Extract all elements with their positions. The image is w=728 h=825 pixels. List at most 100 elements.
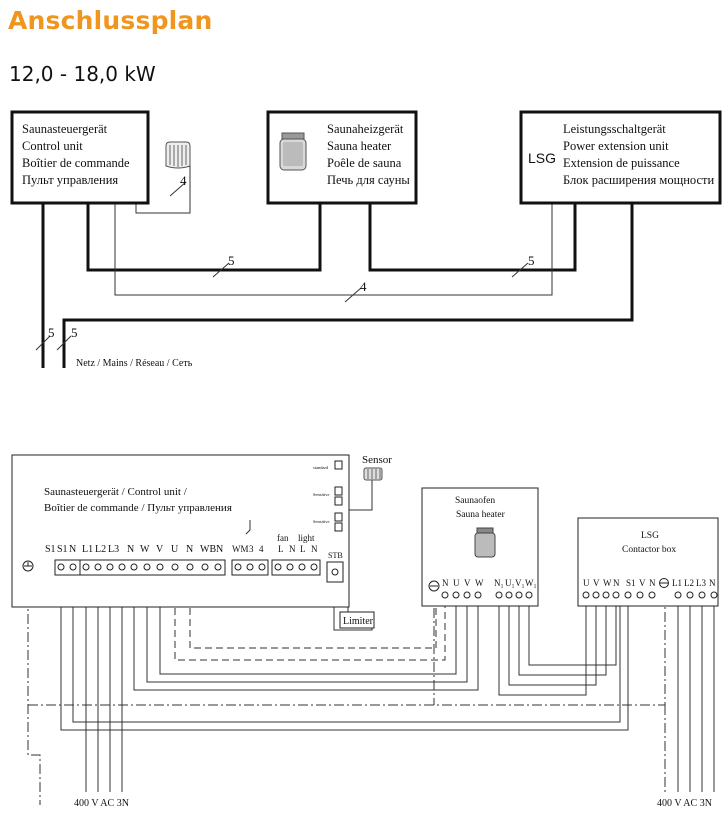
heater-label-ru: Печь для сауны [327, 173, 410, 187]
stb-label: STB [328, 551, 343, 560]
heater-label-en: Sauna heater [327, 139, 392, 153]
top-wires [35, 175, 634, 368]
heater-term-label: W [475, 578, 484, 588]
term-label: V [156, 544, 164, 555]
fan-label: fan [277, 533, 289, 543]
cable-sensor [135, 175, 191, 214]
term-label: N [127, 544, 134, 555]
heater-icon [279, 132, 307, 171]
earth-wire-supply [27, 578, 41, 805]
sensor-device-icon [363, 467, 383, 481]
heater-term-label: W₁ [525, 578, 537, 588]
lsg-term-label: S1 [626, 578, 636, 588]
control-panel-title-1: Saunasteuergerät / Control unit / [44, 486, 188, 498]
fan-light-term: L [278, 544, 284, 554]
cable-control-lsg [114, 203, 553, 296]
term-label: L1 [82, 544, 93, 555]
power-unit-label-fr: Extension de puissance [563, 156, 680, 170]
heater-term-label: U₁ [505, 578, 515, 588]
term-label: S1 [45, 544, 56, 555]
heater-label-de: Saunaheizgerät [327, 122, 404, 136]
fan-light-term: N [311, 544, 318, 554]
control-unit-box [10, 110, 150, 205]
sensor-terminal-label-3: Sensitive [313, 519, 330, 524]
term-label: W [140, 544, 150, 555]
cable-count-signal: 4 [360, 279, 367, 294]
bottom-wiring-diagram: Saunasteuergerät / Control unit / Boîtie… [11, 454, 719, 809]
wm-label: 4 [259, 544, 264, 554]
lsg-term-label: W [603, 578, 612, 588]
wire-wb [189, 575, 437, 649]
wm-label: 3 [249, 544, 254, 554]
fan-light-term: N [289, 544, 296, 554]
term-label: U [171, 544, 179, 555]
heater-icon [474, 527, 496, 558]
sensor-wire [345, 480, 373, 511]
term-label: N [69, 544, 76, 555]
lsg-panel-title-2: Contactor box [622, 545, 676, 555]
heater-term-label: V [464, 578, 471, 588]
sensor-icon [165, 141, 191, 175]
power-unit-abbr: LSG [528, 150, 556, 166]
heater-panel-title-1: Saunaofen [455, 495, 495, 506]
top-overview-diagram: Saunasteuergerät Control unit Boîtier de… [10, 110, 722, 369]
heater-label-fr: Poêle de sauna [327, 156, 402, 170]
lsg-term-label: N [649, 578, 656, 588]
light-label: light [298, 533, 315, 543]
wire-v [146, 575, 468, 683]
limiter-label: Limiter [343, 616, 374, 627]
heater-term-label: V₁ [515, 578, 525, 588]
lsg-term-label: L1 [672, 578, 682, 588]
control-unit-label-de: Saunasteuergerät [22, 122, 108, 136]
heater-term-label: N₁ [494, 578, 504, 588]
heater-term-label: U [453, 578, 460, 588]
lsg-term-label: L2 [684, 578, 694, 588]
terminal-label-row: S1 S1 N L1 L2 L3 N W V U N WB N WM 3 4 f… [45, 520, 343, 560]
power-unit-label-en: Power extension unit [563, 139, 669, 153]
cable-count-lsg: 5 [528, 253, 535, 268]
heater-terminals: N U V W N₁ U₁ V₁ W₁ [428, 578, 537, 599]
contactor-box-panel [577, 517, 719, 607]
limiter-box [339, 611, 375, 629]
power-range: 12,0 - 18,0 kW [9, 62, 156, 86]
lsg-term-label: U [583, 578, 590, 588]
power-unit-label-ru: Блок расширения мощности [563, 173, 714, 187]
lsg-term-label: V [593, 578, 600, 588]
mains-label: Netz / Mains / Réseau / Сеть [76, 358, 193, 369]
signal-wire-s1-b [72, 575, 621, 723]
power-unit-box [519, 110, 722, 205]
term-label: L2 [95, 544, 106, 555]
cable-control-heater [86, 203, 322, 272]
term-label: N [216, 544, 223, 555]
cable-count-mains-1: 5 [48, 325, 55, 340]
supply-label-right: 400 V AC 3N [657, 798, 712, 809]
cable-heater-lsg [368, 203, 577, 272]
lsg-term-label: L3 [696, 578, 706, 588]
sensor-label: Sensor [362, 454, 392, 466]
control-unit-label-ru: Пульт управления [22, 173, 118, 187]
mains-cable-lsg [62, 203, 634, 368]
sensor-terminal-label-1: standard [313, 465, 329, 470]
control-panel-title-2: Boîtier de commande / Пульт управления [44, 502, 232, 514]
wire-n [174, 575, 446, 661]
page-title: Anschlussplan [8, 6, 213, 35]
term-label: S1 [57, 544, 68, 555]
signal-wire-s1-a [60, 575, 629, 731]
cable-count-sensor: 4 [180, 173, 187, 188]
heater-panel-title-2: Sauna heater [456, 510, 506, 520]
wire-u [159, 575, 457, 675]
control-unit-label-fr: Boîtier de commande [22, 156, 130, 170]
lsg-terminals: U V W N S1 V N L1 L2 L3 N [582, 578, 718, 599]
supply-label-left: 400 V AC 3N [74, 798, 129, 809]
lsg-term-label: N [709, 578, 716, 588]
sensor-terminal-label-2: Sensitive [313, 492, 330, 497]
fan-light-term: L [300, 544, 306, 554]
wire-w [133, 575, 479, 691]
term-label: WB [200, 544, 216, 555]
bottom-wires [27, 480, 715, 805]
control-unit-panel [11, 454, 350, 608]
cable-count-mains-2: 5 [71, 325, 78, 340]
power-unit-label-de: Leistungsschaltgerät [563, 122, 666, 136]
term-label: N [186, 544, 193, 555]
